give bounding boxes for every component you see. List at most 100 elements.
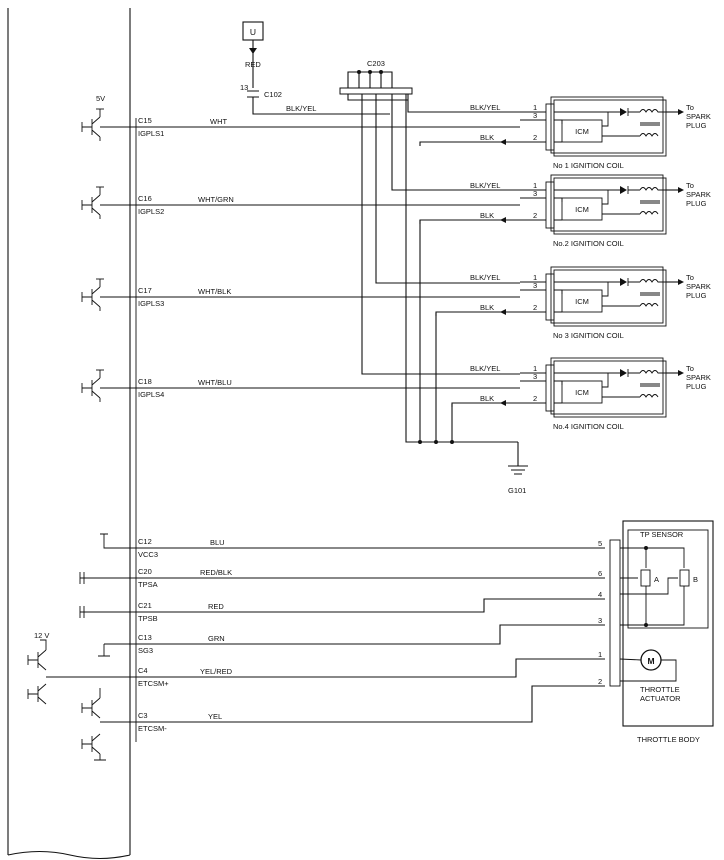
plug-label: PLUG [686,382,707,391]
pot-a-label: A [654,575,659,584]
plug-label: PLUG [686,291,707,300]
spark-arrow-icon [678,187,684,193]
to-label: To [686,181,694,190]
pin-c20-signal: TPSA [138,580,158,589]
pin-c20-number: C20 [138,567,152,576]
coil-ground-line [419,141,546,146]
pin-c4-signal: ETCSM+ [138,679,169,688]
coil-internal [554,281,620,313]
pin-c16-number: C16 [138,194,152,203]
motor-symbol: M [647,656,654,666]
coil-pin-1: 1 [533,181,537,190]
tpsa-lead [79,572,136,584]
pin-c12-signal: VCC3 [138,550,158,559]
coil-label: No.2 IGNITION COIL [553,239,624,248]
coil-pin-2: 2 [533,133,537,142]
pin-c18-number: C18 [138,377,152,386]
coil-pin-2: 2 [533,394,537,403]
wire-c15-color: WHT [210,117,227,126]
icm-label: ICM [575,127,589,136]
pin-c17-signal: IGPLS3 [138,299,164,308]
primary-winding-icon [639,133,659,137]
pin-c16-signal: IGPLS2 [138,207,164,216]
diode-icon [620,108,627,116]
icm-box [561,289,603,313]
actuator-label-2: ACTUATOR [640,694,681,703]
coil-label: No 1 IGNITION COIL [553,161,624,170]
coil-outline-shadow [550,357,664,415]
transistor-icon [27,683,47,705]
supply-5v-label: 5V [96,94,105,103]
coil-core [640,200,660,204]
coil-internal-2 [602,373,640,398]
pot-b-label: B [693,575,698,584]
actuator-label-1: THROTTLE [640,685,680,694]
plug-label: PLUG [686,199,707,208]
coil-ground-line [435,311,546,316]
throttle-pin-6: 6 [598,569,602,578]
fuse-box-label: U [250,27,256,37]
diode-bar [627,186,640,194]
pin-c15-signal: IGPLS1 [138,129,164,138]
fuse-wire-color: RED [245,60,261,69]
spark-label: SPARK [686,282,711,291]
coil-label: No 3 IGNITION COIL [553,331,624,340]
pin-c17-number: C17 [138,286,152,295]
fuse-box: U RED 13 C102 BLK/YEL [240,21,390,115]
etcsm-plus-lead [40,639,136,678]
diode-bar [627,278,640,286]
icm-box [561,197,603,221]
coil-internal-2 [602,282,640,307]
coil-internal-2 [602,190,640,215]
coil-pin-1: 1 [533,273,537,282]
pin-c13-signal: SG3 [138,646,153,655]
fuse-connector: C102 [264,90,282,99]
coil-connector [545,103,555,151]
wire-c12-color: BLU [210,538,225,547]
wire-c16-color: WHT/GRN [198,195,234,204]
throttle-pin-2: 2 [598,677,602,686]
spark-label: SPARK [686,373,711,382]
feed-wire-color: BLK/YEL [286,104,316,113]
driver-lead [99,279,136,311]
icm-box [561,380,603,404]
diode-icon [620,278,627,286]
coil-internal [554,189,620,221]
pin-c18-signal: IGPLS4 [138,390,164,399]
coil-pin-3: 3 [533,372,537,381]
coil-internal [554,372,620,404]
wire-c21-color: RED [208,602,224,611]
sensor-wiring [136,547,605,723]
coil-outline [553,269,667,327]
transistor-icon [81,286,101,308]
throttle-body: THROTTLE BODY TP SENSOR A B M THROTTLE A… [609,520,714,744]
pin-c3-number: C3 [138,711,148,720]
coil-ground-line [451,402,546,407]
etcsm-minus-lead [94,688,136,761]
coil-outline-shadow [550,174,664,232]
to-label: To [686,364,694,373]
coil-outline [553,177,667,235]
coil-outline-shadow [550,266,664,324]
coil-ground-arrow [500,217,506,223]
throttle-body-label: THROTTLE BODY [637,735,700,744]
coil-gnd-wire: BLK [480,303,494,312]
coil-gnd-wire: BLK [480,211,494,220]
pin-c3-signal: ETCSM- [138,724,167,733]
pin-c4-number: C4 [138,666,148,675]
icm-label: ICM [575,205,589,214]
driver-lead [99,109,136,141]
throttle-pin-5: 5 [598,539,602,548]
transistor-icon [81,733,101,755]
secondary-winding-icon [639,187,672,191]
coil-pin-2: 2 [533,211,537,220]
secondary-winding-icon [639,109,672,113]
throttle-pin-4: 4 [598,590,602,599]
coil-internal [554,111,620,143]
